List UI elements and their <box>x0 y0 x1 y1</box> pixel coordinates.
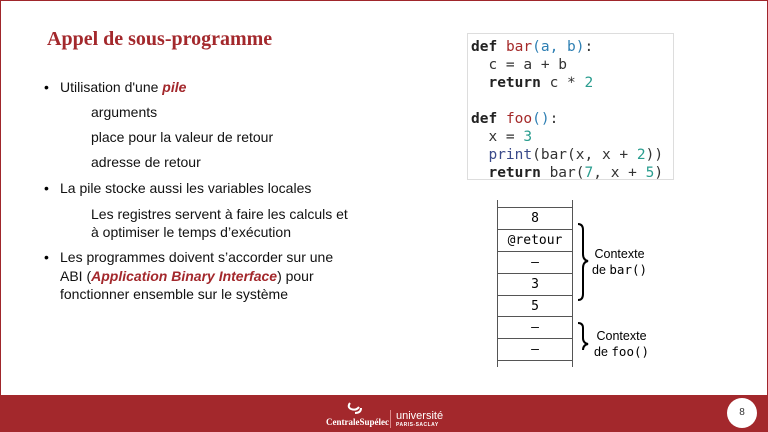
sub-bullet: adresse de retour <box>91 154 201 170</box>
sub-bullet: place pour la valeur de retour <box>91 129 274 145</box>
text: Utilisation d'une <box>60 79 163 95</box>
bullet-2: La pile stocke aussi les variables local… <box>60 180 312 196</box>
bullet-1: Utilisation d'une pile <box>60 79 186 95</box>
emphasis: pile <box>162 79 187 95</box>
bullet-icon: • <box>44 180 49 196</box>
stack-diagram: 8 @retour – 3 5 – – <box>497 200 573 367</box>
code-block: def bar(a, b): c = a + b return c * 2 de… <box>467 33 674 181</box>
universite-logo: université <box>396 410 444 422</box>
bullet-3-line3: fonctionner ensemble sur le système <box>60 286 288 302</box>
brace-icon <box>577 223 589 351</box>
stack-cell: @retour <box>498 229 572 252</box>
footer-bar <box>0 395 768 432</box>
logo-divider <box>390 410 391 428</box>
centralesupelec-logo: CentraleSupélec <box>326 417 389 427</box>
text: ) pour <box>277 268 314 284</box>
paris-saclay-logo: PARIS-SACLAY <box>396 422 439 428</box>
stack-cell: 8 <box>498 207 572 230</box>
page-number: 8 <box>727 398 757 428</box>
sub-bullet: Les registres servent à faire les calcul… <box>91 206 348 222</box>
text: ABI ( <box>60 268 92 284</box>
emphasis: Application Binary Interface <box>91 268 278 284</box>
stack-cell: 3 <box>498 273 572 296</box>
bullet-icon: • <box>44 249 49 265</box>
stack-cell: – <box>498 338 572 361</box>
sub-bullet: à optimiser le temps d’exécution <box>91 224 291 240</box>
slide-title: Appel de sous-programme <box>47 28 273 50</box>
sub-bullet: arguments <box>91 104 158 120</box>
stack-cell: – <box>498 316 572 339</box>
stack-cell: 5 <box>498 295 572 318</box>
bullet-3-line2: ABI (Application Binary Interface) pour <box>60 268 314 284</box>
stack-cell: – <box>498 251 572 274</box>
stack-cell-empty <box>498 360 572 368</box>
bullet-icon: • <box>44 79 49 95</box>
centralesupelec-logo-icon <box>347 402 362 414</box>
bullet-3: Les programmes doivent s’accorder sur un… <box>60 249 334 265</box>
